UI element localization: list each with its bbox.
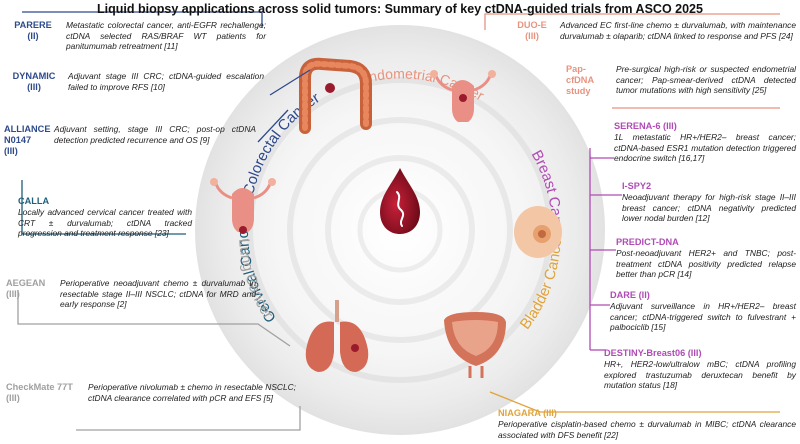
trial-description: Locally advanced cervical cancer treated…	[18, 207, 192, 238]
trial-description: Perioperative nivolumab ± chemo in resec…	[88, 382, 296, 403]
trial-description: HR+, HER2-low/ultralow mBC; ctDNA profil…	[604, 359, 796, 390]
trial-phase: (III)	[525, 31, 539, 41]
connector-calla	[21, 180, 186, 235]
trial-description: Adjuvant surveillance in HR+/HER2– breas…	[610, 301, 796, 332]
trial-description: 1L metastatic HR+/HER2– breast cancer; c…	[614, 132, 796, 163]
trial-duoe: DUO-E (III) Advanced EC first-line chemo…	[508, 20, 796, 41]
trial-name: ALLIANCE N0147	[4, 124, 51, 145]
connector-dynamic	[269, 69, 311, 96]
trial-name: DYNAMIC	[12, 71, 56, 81]
trial-name: CheckMate 77T	[6, 382, 73, 392]
breast-icon	[514, 206, 562, 258]
trial-description: Adjuvant setting, stage III CRC; post-op…	[54, 124, 256, 145]
trial-name: I-SPY2	[622, 181, 652, 191]
trial-dynamic: DYNAMIC (III) Adjuvant stage III CRC; ct…	[6, 71, 264, 92]
trial-description: Metastatic colorectal cancer, anti-EGFR …	[66, 20, 266, 51]
trial-description: Pre-surgical high-risk or suspected endo…	[616, 64, 796, 95]
trial-calla: CALLA Locally advanced cervical cancer t…	[18, 196, 192, 239]
ring-inner	[325, 155, 475, 305]
trial-papcfdna: Pap-cfDNA study Pre-surgical high-risk o…	[566, 64, 796, 96]
trial-destiny: DESTINY-Breast06 (III) HR+, HER2-low/ult…	[604, 348, 796, 391]
trial-dare: DARE (II) Adjuvant surveillance in HR+/H…	[610, 290, 796, 333]
trial-name: PARERE	[14, 20, 52, 30]
trial-name: NIAGARA (III)	[498, 408, 557, 418]
trial-phase: (III)	[6, 289, 20, 299]
connector-duoe	[484, 13, 780, 30]
trial-ispy: I-SPY2 Neoadjuvant therapy for high-risk…	[622, 181, 796, 224]
trial-name: Pap-cfDNA study	[566, 64, 594, 96]
trial-phase: (II)	[27, 31, 39, 41]
trial-name: PREDICT-DNA	[616, 237, 679, 247]
trial-name: DARE (II)	[610, 290, 650, 300]
trial-name: AEGEAN	[6, 278, 46, 288]
trial-description: Perioperative neoadjuvant chemo ± durval…	[60, 278, 256, 309]
blood-drop-icon	[380, 168, 420, 234]
page-title: Liquid biopsy applications across solid …	[97, 2, 703, 16]
trial-name: CALLA	[18, 196, 50, 206]
trial-name: DESTINY-Breast06 (III)	[604, 348, 702, 358]
colon-icon	[299, 57, 372, 134]
ring-middle	[287, 117, 513, 343]
trial-predict: PREDICT-DNA Post-neoadjuvant HER2+ and T…	[616, 237, 796, 280]
connector-niagara	[489, 391, 780, 413]
trial-description: Perioperative cisplatin-based chemo ± du…	[498, 419, 796, 440]
trial-name: DUO-E	[517, 20, 547, 30]
trial-checkmate: CheckMate 77T (III) Perioperative nivolu…	[6, 382, 296, 403]
trial-name: SERENA-6 (III)	[614, 121, 677, 131]
trial-niagara: NIAGARA (III) Perioperative cisplatin-ba…	[498, 408, 796, 440]
trial-parere: PARERE (II) Metastatic colorectal cancer…	[6, 20, 266, 52]
trial-alliance: ALLIANCE N0147 (III) Adjuvant setting, s…	[4, 124, 256, 156]
trial-phase: (III)	[6, 393, 20, 403]
trial-description: Post-neoadjuvant HER2+ and TNBC; post-tr…	[616, 248, 796, 279]
trial-phase: (III)	[4, 146, 18, 156]
connector-parere	[22, 11, 263, 28]
connector-aegean	[17, 290, 291, 347]
trial-phase: (III)	[27, 82, 41, 92]
bladder-icon	[444, 312, 506, 378]
lungs-icon	[305, 300, 369, 372]
trial-description: Adjuvant stage III CRC; ctDNA-guided esc…	[68, 71, 264, 92]
trial-serena: SERENA-6 (III) 1L metastatic HR+/HER2– b…	[614, 121, 796, 164]
connector-alliance	[257, 109, 289, 143]
uterus-icon-endometrial	[430, 70, 496, 122]
trial-aegean: AEGEAN (III) Perioperative neoadjuvant c…	[6, 278, 256, 310]
trial-description: Advanced EC first-line chemo ± durvaluma…	[560, 20, 796, 41]
trial-description: Neoadjuvant therapy for high-risk stage …	[622, 192, 796, 223]
connector-checkmate	[76, 406, 301, 431]
uterus-icon-cervical	[210, 178, 276, 234]
